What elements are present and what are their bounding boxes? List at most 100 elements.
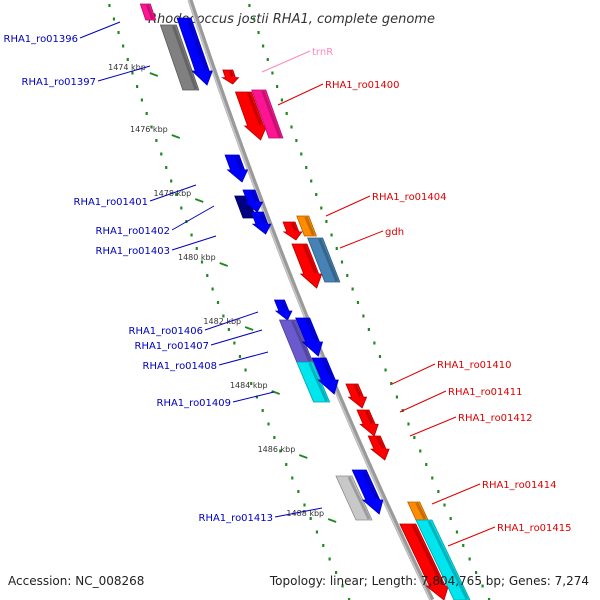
scale-tick-mark <box>244 326 254 331</box>
gene-shading <box>302 244 318 274</box>
gene-blue-1483[interactable] <box>295 317 324 357</box>
left-track-dot <box>279 449 282 453</box>
right-track-dot <box>257 31 260 34</box>
left-gene-label[interactable]: RHA1_ro01397 <box>22 77 97 88</box>
right-track-dot <box>356 301 360 304</box>
gene-trnR-block[interactable] <box>221 69 240 85</box>
gene-body <box>273 299 293 321</box>
gene-ro01396-block[interactable] <box>139 3 157 21</box>
scale-tick-label: 1474 kbp <box>108 63 146 72</box>
gene-blue-small-b[interactable] <box>250 211 272 235</box>
left-gene-label[interactable]: RHA1_ro01401 <box>74 197 149 208</box>
right-label-leader <box>325 195 371 217</box>
gene-ro01414-block[interactable] <box>407 501 429 521</box>
gene-gdh-block[interactable] <box>291 243 323 289</box>
gene-blue-upper[interactable] <box>176 17 213 86</box>
gene-ro01404-block[interactable] <box>282 221 303 241</box>
left-track-dot <box>112 17 116 21</box>
left-track-dot <box>273 436 276 439</box>
left-track-dot <box>261 409 264 412</box>
left-gene-label[interactable]: RHA1_ro01403 <box>96 246 171 257</box>
left-track-dot <box>117 31 120 34</box>
right-gene-label[interactable]: gdh <box>385 227 404 238</box>
scale-tick-mark <box>298 454 308 459</box>
right-gene-label[interactable]: RHA1_ro01410 <box>437 360 512 371</box>
left-track-dot <box>255 395 259 399</box>
left-track-dot <box>145 112 148 115</box>
left-track-dot <box>175 193 178 196</box>
scale-tick-mark <box>327 518 337 523</box>
right-gene-label[interactable]: RHA1_ro01414 <box>482 480 557 491</box>
right-gene-label[interactable]: RHA1_ro01415 <box>497 523 572 534</box>
gene-blue-small-a[interactable] <box>242 189 264 213</box>
left-track-dot <box>165 166 168 169</box>
left-track-dot <box>155 139 158 142</box>
right-track-dot <box>248 4 251 7</box>
gene-ro01400-block[interactable] <box>234 91 268 141</box>
gene-ro01412-block[interactable] <box>367 435 390 461</box>
left-track-dot <box>322 544 325 547</box>
gene-ro01409-block[interactable] <box>296 361 331 403</box>
gene-ro01410-block[interactable] <box>345 383 368 409</box>
left-gene-label[interactable]: RHA1_ro01407 <box>135 341 210 352</box>
right-track-dot <box>295 139 298 142</box>
left-gene-label[interactable]: RHA1_ro01406 <box>129 326 204 337</box>
right-track-dot <box>488 598 491 600</box>
gene-blue-1478[interactable] <box>224 154 249 183</box>
right-gene-label[interactable]: RHA1_ro01412 <box>458 413 533 424</box>
left-label-leader <box>232 391 275 403</box>
right-track-dot <box>419 449 422 453</box>
left-gene-label[interactable]: RHA1_ro01396 <box>4 34 79 45</box>
gene-blue-1485[interactable] <box>311 357 339 395</box>
right-gene-label[interactable]: trnR <box>312 47 333 58</box>
right-gene-label[interactable]: RHA1_ro01411 <box>448 387 523 398</box>
gene-ro01415-block[interactable] <box>399 523 449 600</box>
gene-shading <box>361 470 379 500</box>
scale-tick-mark <box>194 198 204 203</box>
genome-stats-text: Topology: linear; Length: 7,804,765 bp; … <box>269 574 589 588</box>
right-label-leader <box>391 363 436 385</box>
left-label-leader <box>171 205 215 231</box>
right-track-dot <box>262 44 265 48</box>
gene-cyan-right[interactable] <box>415 519 471 600</box>
gene-ro01406-block[interactable] <box>273 299 293 321</box>
left-label-leader <box>204 311 259 331</box>
left-gene-label[interactable]: RHA1_ro01413 <box>199 513 274 524</box>
right-track-dot <box>462 544 465 547</box>
gene-steelblue-1480[interactable] <box>307 237 341 283</box>
right-track-dot <box>362 314 365 318</box>
left-gene-label[interactable]: RHA1_ro01409 <box>157 398 232 409</box>
gene-shading <box>261 90 282 138</box>
gene-ro01413-block[interactable] <box>335 475 373 521</box>
left-track-dot <box>315 530 319 534</box>
left-track-dot <box>244 368 247 372</box>
gene-ro01397-block[interactable] <box>159 24 200 91</box>
gene-ro01411-block[interactable] <box>356 409 379 437</box>
right-track-dot <box>474 571 478 574</box>
scale-tick-mark <box>219 262 229 267</box>
left-track-dot <box>238 355 242 358</box>
left-gene-label[interactable]: RHA1_ro01408 <box>143 361 218 372</box>
right-gene-label[interactable]: RHA1_ro01400 <box>325 80 400 91</box>
right-track-dot <box>443 503 446 507</box>
right-track-dot <box>455 530 459 534</box>
right-label-leader <box>399 390 447 413</box>
left-track-dot <box>309 517 312 520</box>
gene-orange-1479[interactable] <box>296 215 317 237</box>
scale-tick-label: 1476 kbp <box>130 125 168 134</box>
left-track-dot <box>216 301 220 304</box>
left-label-leader <box>79 21 121 39</box>
left-gene-label[interactable]: RHA1_ro01402 <box>96 226 171 237</box>
right-track-dot <box>431 476 434 480</box>
gene-shading <box>145 4 155 20</box>
right-gene-label[interactable]: RHA1_ro01404 <box>372 192 447 203</box>
gene-pink-right[interactable] <box>251 89 284 139</box>
gene-features <box>139 3 471 600</box>
right-track-dot <box>340 260 344 264</box>
left-track-dot <box>108 4 111 7</box>
gene-blue-1488[interactable] <box>351 469 384 515</box>
right-track-dot <box>315 193 318 196</box>
gene-shading <box>308 362 328 402</box>
